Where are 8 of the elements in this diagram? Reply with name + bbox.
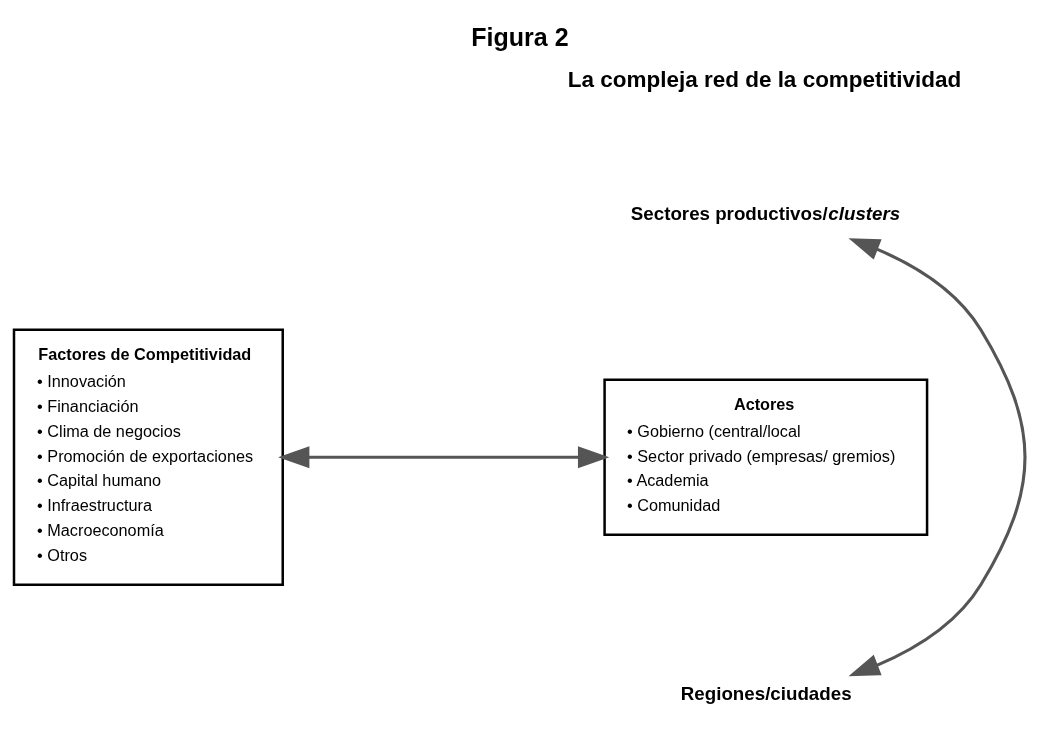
- node-text: Sectores productivos/clusters: [630, 203, 900, 225]
- label: La compleja red de la competitividad: [567, 66, 961, 92]
- node-box: Actores • Gobierno (central/local • Sector privado (empresas/ gremios) • Academia • Comunidad: [602, 378, 928, 536]
- node-box: Factores de Competitividad • Innovación • Financiación • Clima de negocios • Promoción de exportaciones • Capital humano • Infraestructura • Macroeconomía • Otros: [12, 328, 284, 586]
- node-text: Regiones/ciudades: [680, 683, 852, 705]
- diagram-title: Figura 2: [470, 23, 569, 52]
- arrow: [277, 446, 609, 469]
- arrow: [848, 238, 1026, 677]
